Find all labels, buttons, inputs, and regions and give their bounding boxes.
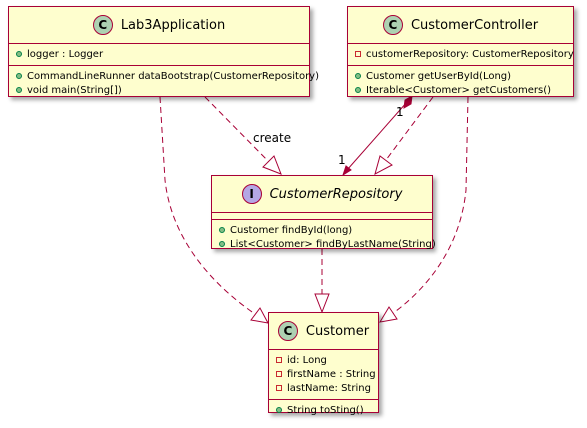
field-item: lastName: String (269, 381, 378, 395)
methods-section: String toSting() (269, 399, 378, 421)
edge-composition-controller-repository (346, 101, 408, 171)
field-item: id: Long (269, 353, 378, 367)
member-text: logger : Logger (27, 48, 104, 60)
class-header: C Customer (269, 313, 378, 350)
edge-lab3-to-customer-arrowhead (250, 307, 269, 324)
member-text: Iterable<Customer> getCustomers() (366, 84, 552, 96)
fields-section: customerRepository: CustomerRepository (348, 44, 574, 65)
public-visibility-icon (355, 73, 361, 79)
create-label: create (253, 131, 291, 145)
class-customer[interactable]: C Customer id: Long firstName : String l… (268, 312, 379, 416)
public-visibility-icon (16, 73, 22, 79)
class-header: C CustomerController (348, 7, 573, 44)
method-item: Customer findById(long) (212, 223, 432, 237)
member-text: List<Customer> findByLastName(String) (230, 238, 436, 250)
field-item: customerRepository: CustomerRepository (348, 47, 574, 61)
public-visibility-icon (219, 227, 225, 233)
public-visibility-icon (16, 51, 22, 57)
class-header: C Lab3Application (9, 7, 309, 44)
methods-section: Customer findById(long) List<Customer> f… (212, 219, 436, 255)
fields-section: logger : Logger (9, 44, 309, 65)
private-visibility-icon (276, 385, 282, 391)
public-visibility-icon (276, 407, 282, 413)
method-item: Iterable<Customer> getCustomers() (348, 83, 573, 97)
interface-customerrepository[interactable]: I CustomerRepository Customer findById(l… (211, 175, 436, 250)
member-text: customerRepository: CustomerRepository (366, 48, 574, 60)
edge-lab3-to-repository-arrowhead (262, 155, 282, 175)
public-visibility-icon (355, 87, 361, 93)
class-stereotype-icon: C (382, 15, 403, 35)
class-header: I CustomerRepository (212, 176, 432, 213)
composition-target-multiplicity: 1 (338, 153, 346, 167)
class-stereotype-icon: C (277, 321, 298, 341)
edge-controller-to-repository (382, 96, 434, 165)
edge-lab3-to-repository (204, 96, 273, 166)
field-item: logger : Logger (9, 47, 309, 61)
member-text: lastName: String (287, 382, 371, 394)
member-text: firstName : String (287, 368, 376, 380)
class-name: CustomerRepository (269, 186, 403, 202)
public-visibility-icon (219, 241, 225, 247)
methods-section: Customer getUserById(Long) Iterable<Cust… (348, 65, 573, 101)
method-item: void main(String[]) (9, 83, 309, 97)
member-text: Customer getUserById(Long) (366, 70, 512, 82)
method-item: String toSting() (269, 403, 378, 417)
class-lab3application[interactable]: C Lab3Application logger : Logger Comman… (8, 6, 319, 97)
field-item: firstName : String (269, 367, 378, 381)
composition-arrowhead (342, 165, 352, 177)
edge-repository-to-customer-arrowhead (314, 293, 330, 314)
method-item: List<Customer> findByLastName(String) (212, 237, 436, 251)
class-name: Lab3Application (120, 17, 226, 33)
class-customercontroller[interactable]: C CustomerController customerRepository:… (347, 6, 574, 97)
method-item: CommandLineRunner dataBootstrap(Customer… (9, 69, 319, 83)
fields-section: id: Long firstName : String lastName: St… (269, 350, 378, 399)
member-text: String toSting() (287, 404, 364, 416)
private-visibility-icon (355, 51, 361, 57)
composition-source-multiplicity: 1 (396, 105, 404, 119)
class-name: CustomerController (410, 17, 539, 33)
class-stereotype-icon: C (92, 15, 113, 35)
member-text: Customer findById(long) (230, 224, 353, 236)
edge-controller-to-repository-arrowhead (374, 155, 393, 175)
member-text: id: Long (287, 354, 327, 366)
public-visibility-icon (16, 87, 22, 93)
member-text: CommandLineRunner dataBootstrap(Customer… (27, 70, 320, 82)
interface-stereotype-icon: I (241, 184, 262, 204)
private-visibility-icon (276, 371, 282, 377)
edge-controller-to-customer-arrowhead (379, 306, 398, 323)
private-visibility-icon (276, 357, 282, 363)
class-name: Customer (305, 323, 370, 339)
member-text: void main(String[]) (27, 84, 122, 96)
methods-section: CommandLineRunner dataBootstrap(Customer… (9, 65, 319, 101)
method-item: Customer getUserById(Long) (348, 69, 573, 83)
